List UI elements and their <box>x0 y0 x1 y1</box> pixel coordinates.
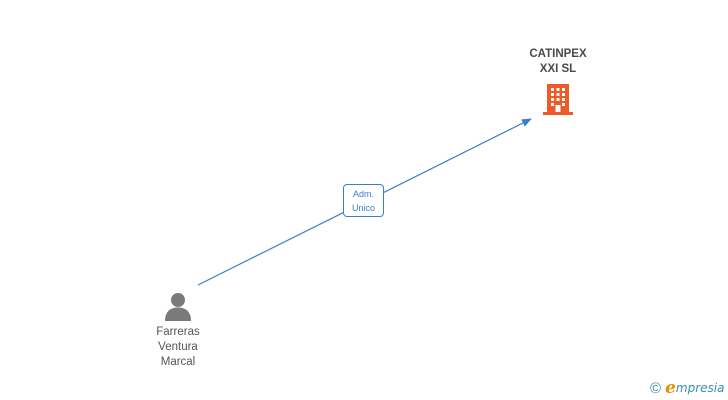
brand-logo-initial: e <box>665 377 676 398</box>
brand-logo-text: mpresia <box>675 380 725 395</box>
person-name-line1: Farreras <box>156 326 200 338</box>
role-badge[interactable]: Adm. Unico <box>343 184 384 217</box>
person-name-line3: Marcal <box>160 356 196 368</box>
person-icon <box>165 293 191 321</box>
company-name-line2: XXI SL <box>539 63 577 75</box>
company-name-line1: CATINPEX <box>529 48 587 60</box>
building-icon <box>543 84 573 115</box>
person-node[interactable]: Farreras Ventura Marcal <box>128 291 228 370</box>
role-label-line1: Adm. <box>352 189 374 199</box>
role-label-line2: Unico <box>351 203 375 213</box>
company-node[interactable]: CATINPEX XXI SL <box>508 47 608 116</box>
person-name-line2: Ventura <box>158 341 198 353</box>
brand-logo[interactable]: © e mpresia <box>650 378 724 398</box>
copyright-icon: © <box>650 379 662 397</box>
